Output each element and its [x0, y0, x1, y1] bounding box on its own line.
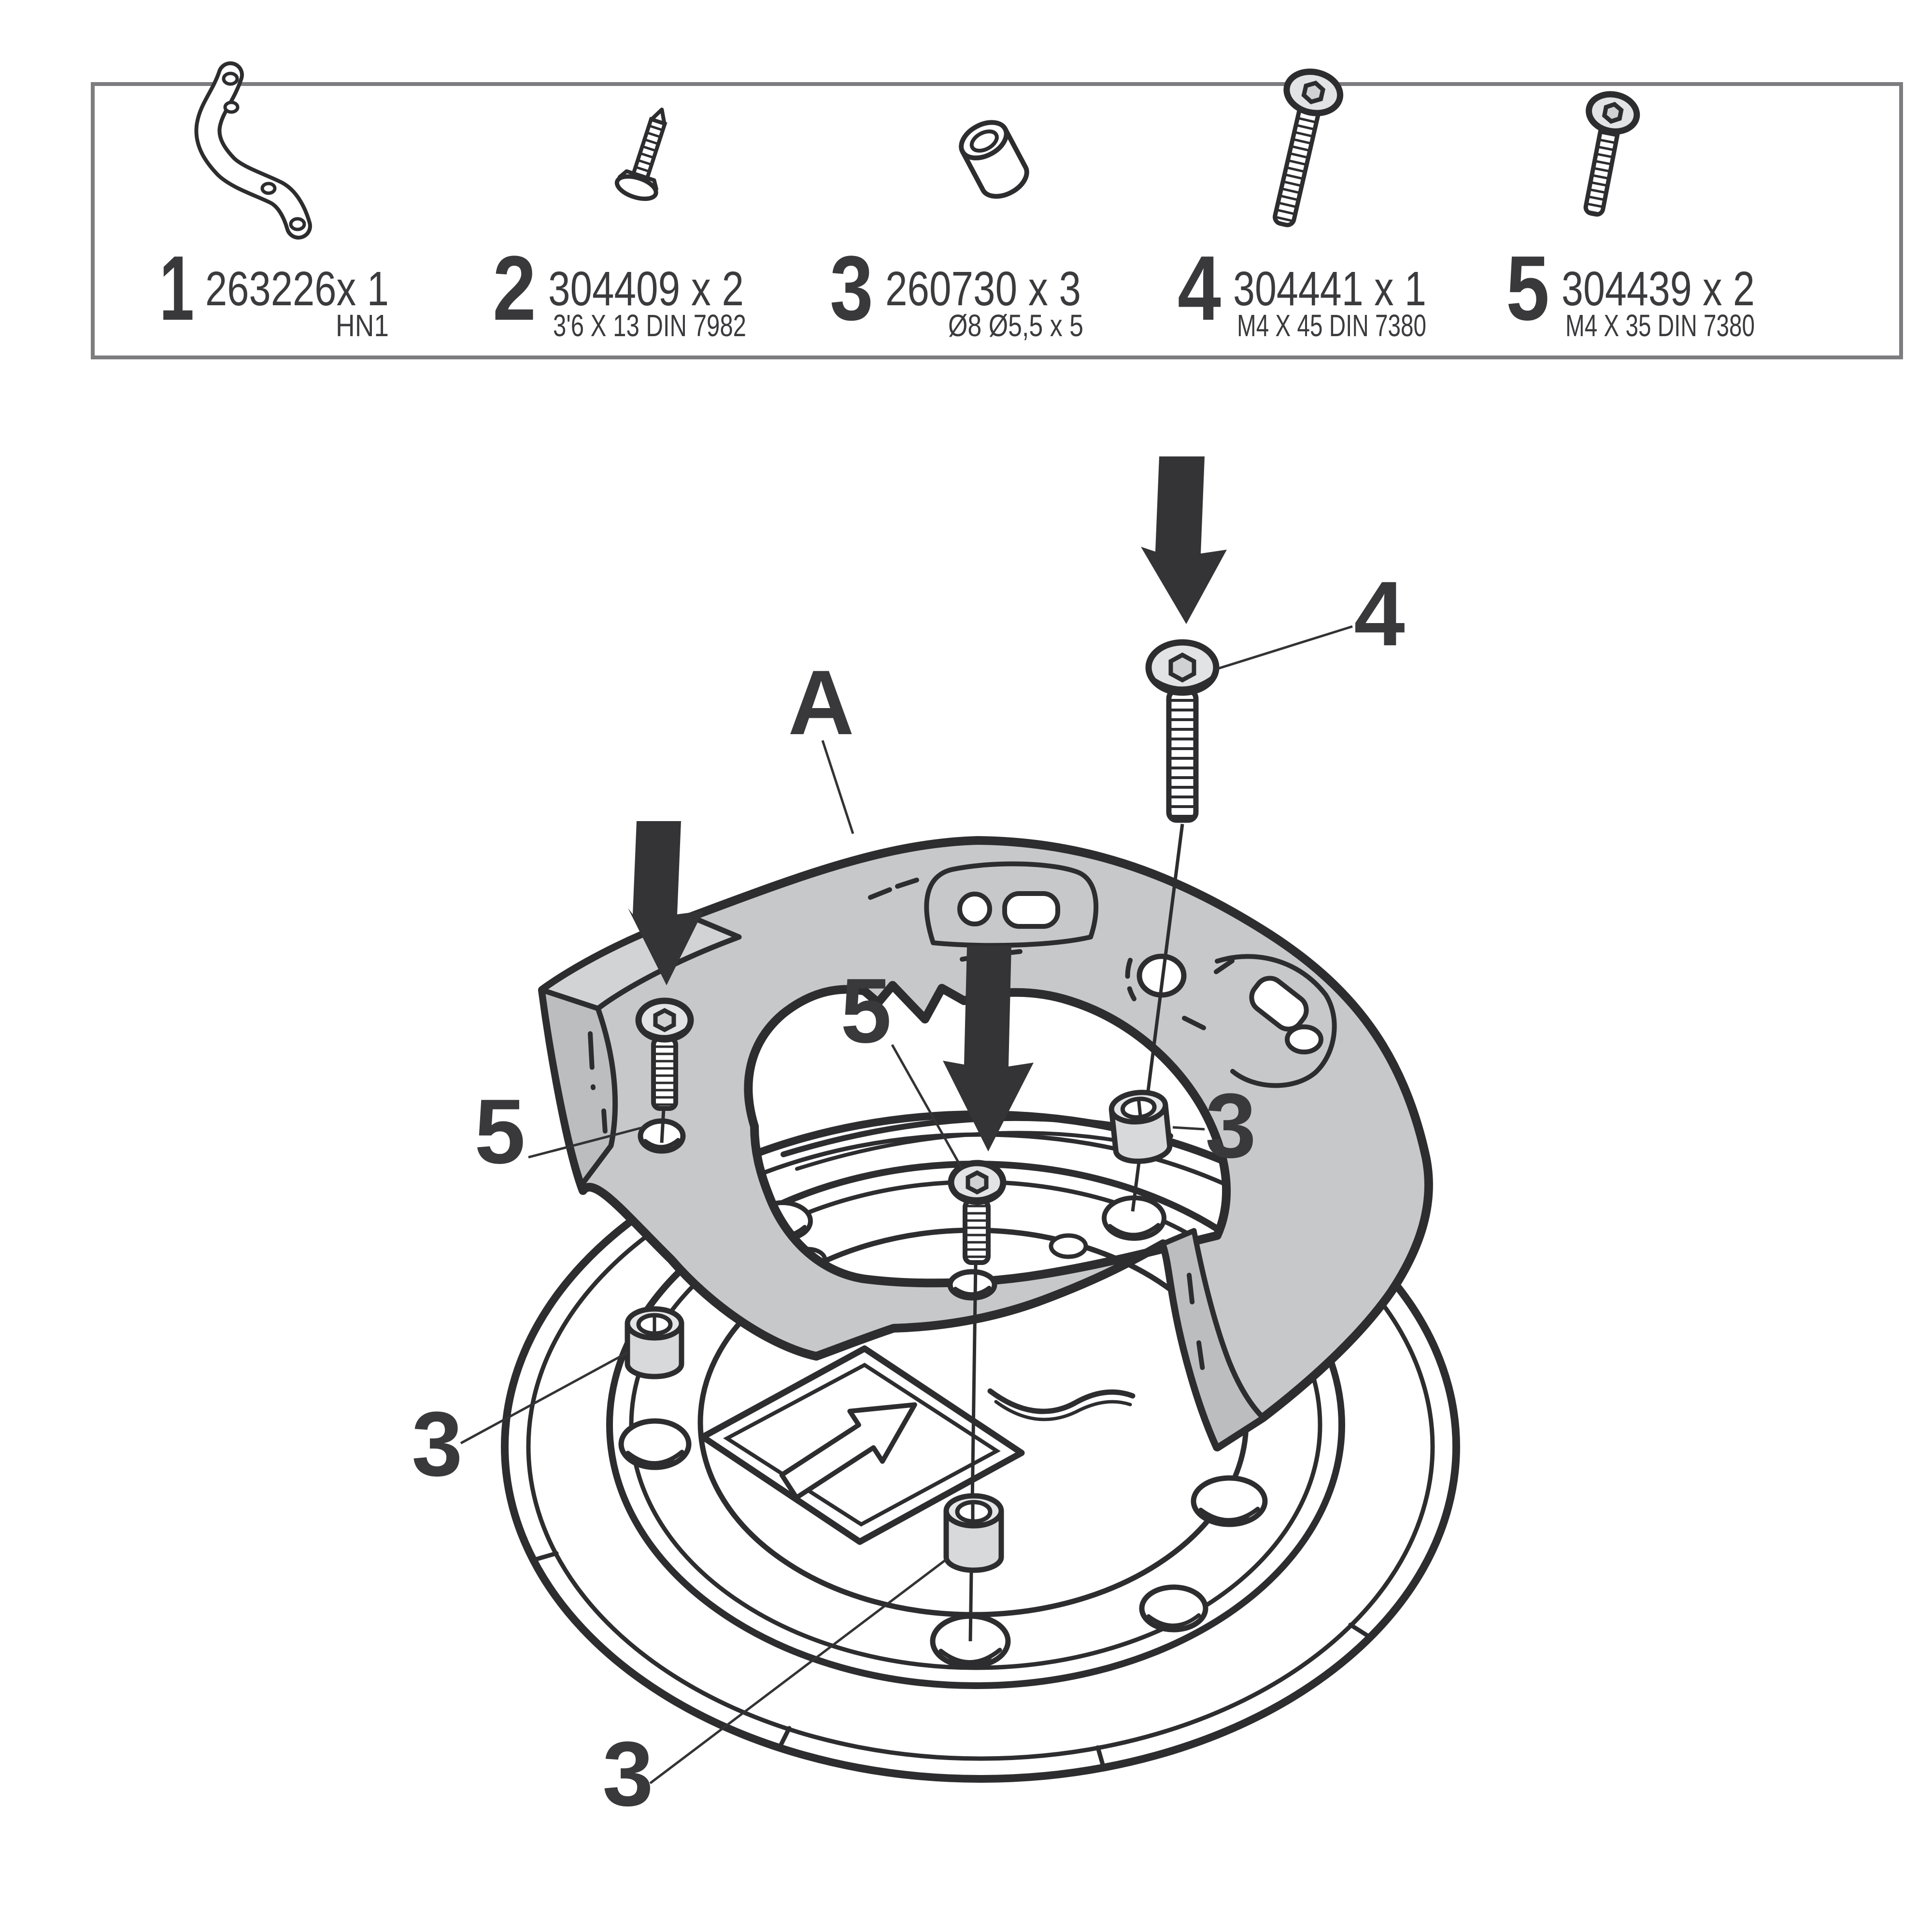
leader-5-left	[528, 1126, 644, 1159]
rim-ticks	[531, 1551, 1373, 1770]
part-5-number: 5	[1506, 237, 1549, 340]
spacer-3-left	[625, 1306, 684, 1379]
part-4-number: 4	[1178, 237, 1221, 340]
bracket-icon	[194, 61, 312, 240]
part-item-2: 2 304409 x 2 3'6 X 13 DIN 7982	[493, 107, 746, 343]
flange-hole	[618, 1418, 692, 1470]
short-bolt-icon	[1583, 91, 1640, 217]
fuel-cap-flange	[501, 1110, 1460, 1783]
bolt-5-center-guide-line	[968, 1263, 978, 1642]
down-arrow-left	[628, 821, 703, 985]
cap-sticker	[699, 1345, 1025, 1545]
long-bolt-icon	[1273, 69, 1344, 227]
callout-spacer-3-bottom: 3	[602, 1723, 653, 1825]
bolt-5-center	[948, 1160, 1007, 1265]
spacer-3-right	[1108, 1090, 1173, 1164]
sticker-arrow-icon	[779, 1402, 917, 1500]
part-2-code: 304409 x 2	[548, 262, 744, 316]
leader-3-bottom	[649, 1558, 948, 1784]
bolt-5-left	[635, 997, 694, 1111]
part-2-spec: 3'6 X 13 DIN 7982	[553, 308, 746, 343]
callout-bolt-5-center: 5	[840, 960, 892, 1062]
callout-spacer-3-right: 3	[1205, 1075, 1256, 1177]
parts-box: 1 263226x 1 HN1 2 304409 x 2 3'6 X 13 DI…	[91, 61, 1903, 359]
leader-a	[821, 740, 854, 834]
part-3-number: 3	[830, 237, 873, 340]
spacer-icon	[959, 120, 1029, 199]
ring-right-lobe	[1214, 954, 1337, 1088]
part-item-3: 3 260730 x 3 Ø8 Ø5,5 x 5	[830, 120, 1083, 343]
callout-bolt-4: 4	[1354, 563, 1405, 665]
part-5-code: 304439 x 2	[1562, 262, 1755, 316]
callout-spacer-3-left: 3	[412, 1393, 463, 1495]
bolt-4	[1145, 639, 1220, 823]
flange-hole	[1191, 1475, 1268, 1527]
leader-4	[1215, 625, 1353, 671]
part-4-spec: M4 X 45 DIN 7380	[1237, 308, 1426, 343]
leader-3-left	[460, 1351, 629, 1445]
part-2-number: 2	[493, 237, 536, 340]
ring-left-block-front	[540, 987, 618, 1187]
flange-hole	[1139, 1584, 1208, 1633]
callout-bolt-5-left: 5	[474, 1080, 526, 1183]
callouts: A 4 5 5 3 3 3	[412, 563, 1405, 1825]
spacer-3-bottom	[943, 1493, 1004, 1573]
part-3-spec: Ø8 Ø5,5 x 5	[948, 308, 1083, 343]
bolt-5-left-guide-line	[660, 1108, 666, 1143]
leader-5-center	[891, 1044, 964, 1170]
down-arrow-top	[1141, 456, 1227, 624]
down-arrow-center	[943, 946, 1034, 1151]
ring-left-block-top	[540, 914, 742, 1011]
part-3-code: 260730 x 3	[885, 262, 1081, 316]
leader-3-right	[1172, 1126, 1205, 1131]
part-4-code: 304441 x 1	[1233, 262, 1426, 316]
screw-icon	[614, 107, 668, 201]
callout-adapter-a: A	[788, 652, 854, 754]
adapter-ring	[538, 836, 1433, 1451]
part-1-number: 1	[159, 237, 194, 340]
cap-edge-lower	[987, 1388, 1136, 1414]
part-item-1: 1 263226x 1 HN1	[159, 61, 389, 343]
cap-screw-hole	[1049, 1233, 1088, 1259]
part-item-4: 4 304441 x 1 M4 X 45 DIN 7380	[1178, 69, 1426, 343]
part-5-spec: M4 X 35 DIN 7380	[1565, 308, 1755, 343]
ring-bolt5-center-hole	[947, 1269, 997, 1301]
part-1-code: 263226x 1	[205, 262, 389, 316]
part-1-spec: HN1	[336, 308, 389, 343]
part-item-5: 5 304439 x 2 M4 X 35 DIN 7380	[1506, 91, 1755, 343]
cap-edge-lower-inner	[994, 1400, 1132, 1421]
